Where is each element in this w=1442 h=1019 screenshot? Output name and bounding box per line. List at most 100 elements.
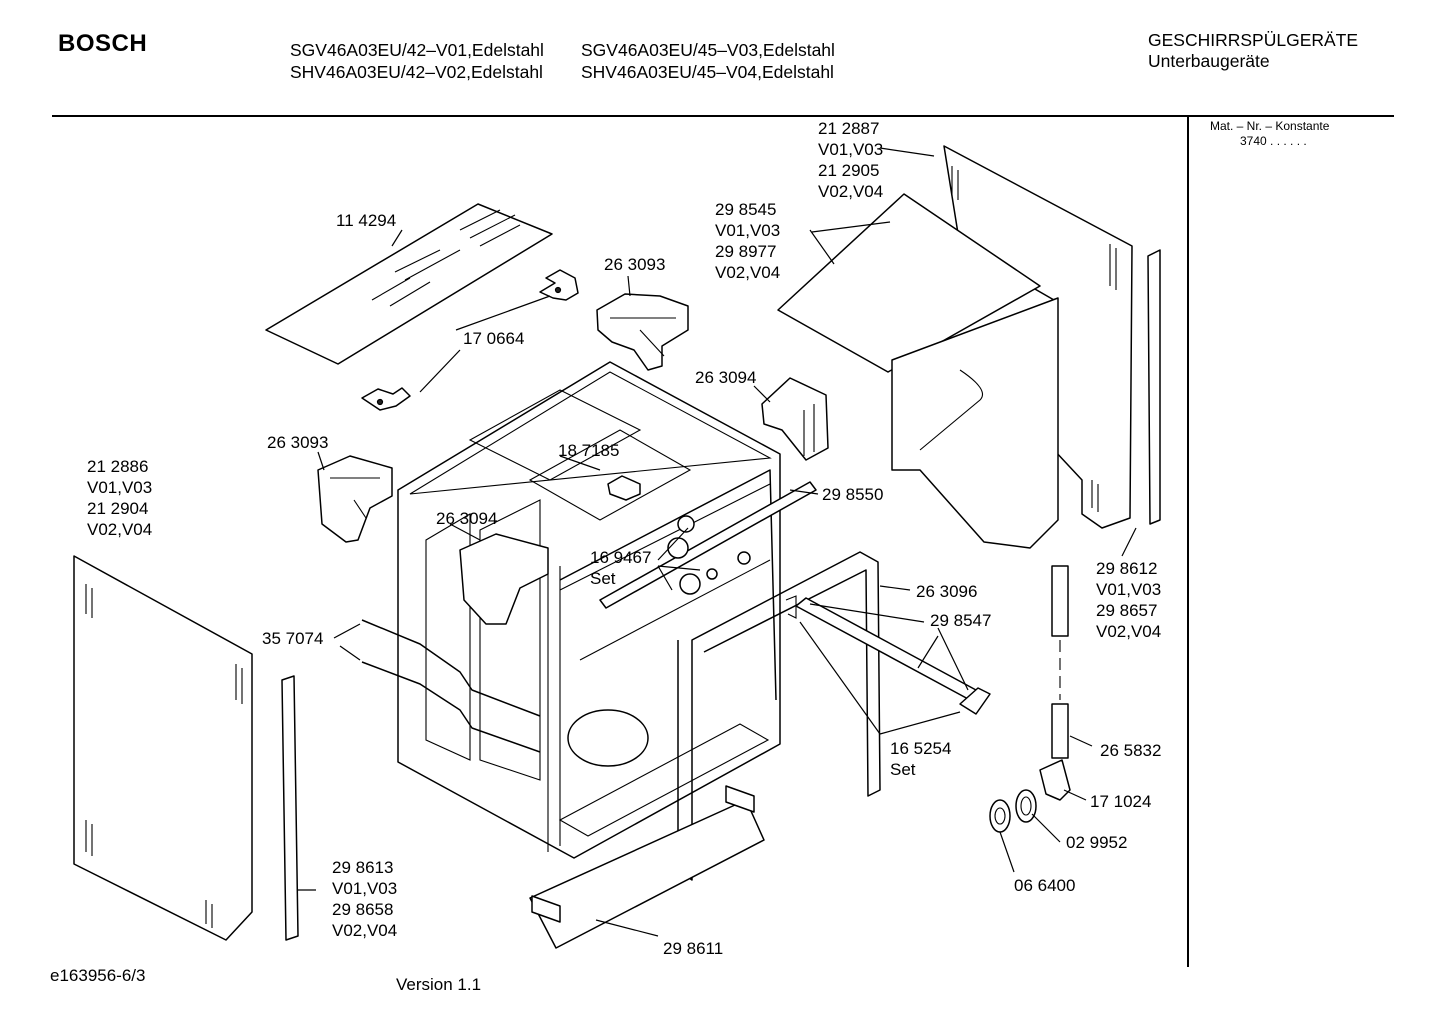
svg-text:02 9952: 02 9952 (1066, 833, 1127, 852)
svg-text:21 2886: 21 2886 (87, 457, 148, 476)
callout-29-8613-l1: 29 8613 (332, 858, 393, 877)
part-cap (989, 799, 1011, 833)
callout-29-8613-l2: V01,V03 (332, 879, 397, 898)
callout-26-3093-top: 26 3093 (604, 255, 665, 274)
callout-labels: 11 4294 17 0664 26 3093 21 2887 V01,V03 … (87, 119, 1161, 958)
part-clip-left-lower (459, 533, 549, 625)
callout-26-3093-left: 26 3093 (267, 433, 328, 452)
svg-text:V01,V03: V01,V03 (1096, 580, 1161, 599)
svg-text:26 3093: 26 3093 (267, 433, 328, 452)
brand-logo: BOSCH (58, 30, 148, 57)
material-number-panel: Mat. – Nr. – Konstante 3740 . . . . . . (1210, 119, 1329, 149)
part-side-panel-left (73, 555, 253, 941)
material-number-label: Mat. – Nr. – Konstante (1210, 119, 1330, 133)
callout-21-2887-l3: 21 2905 (818, 161, 879, 180)
callout-02-9952: 02 9952 (1066, 833, 1127, 852)
svg-text:Set: Set (890, 760, 916, 779)
part-tub (397, 361, 781, 859)
model-line: SGV46A03EU/42–V01,Edelstahl (290, 40, 544, 60)
svg-text:11 4294: 11 4294 (336, 211, 396, 230)
part-clip-right (761, 377, 829, 461)
svg-text:26 3096: 26 3096 (916, 582, 977, 601)
callout-26-3094-left: 26 3094 (436, 509, 497, 528)
leader-lines (298, 147, 1137, 937)
callout-29-8612-l2: V01,V03 (1096, 580, 1161, 599)
callout-29-8612-l3: 29 8657 (1096, 601, 1157, 620)
part-bracket-top (539, 269, 579, 301)
part-plinth (529, 785, 765, 949)
callout-29-8613-l4: V02,V04 (332, 921, 397, 940)
svg-text:21 2887: 21 2887 (818, 119, 879, 138)
callout-26-3094-right: 26 3094 (695, 368, 756, 387)
svg-text:26 3093: 26 3093 (604, 255, 665, 274)
callout-26-3096: 26 3096 (916, 582, 977, 601)
svg-text:V02,V04: V02,V04 (87, 520, 152, 539)
svg-text:V02,V04: V02,V04 (715, 263, 780, 282)
svg-text:26 5832: 26 5832 (1100, 741, 1161, 760)
part-side-strip-left (281, 675, 299, 941)
svg-text:16 5254: 16 5254 (890, 739, 951, 758)
model-line: SHV46A03EU/42–V02,Edelstahl (290, 61, 543, 82)
model-list-2: SGV46A03EU/45–V03,Edelstahl SHV46A03EU/4… (581, 40, 835, 83)
svg-text:21 2905: 21 2905 (818, 161, 879, 180)
category-title: GESCHIRRSPÜLGERÄTE (1148, 30, 1359, 50)
svg-text:V01,V03: V01,V03 (87, 478, 152, 497)
material-number-value: 3740 . . . . . . (1240, 134, 1307, 148)
product-category: GESCHIRRSPÜLGERÄTE Unterbaugeräte (1148, 30, 1358, 72)
callout-11-4294: 11 4294 (336, 211, 396, 230)
svg-text:V01,V03: V01,V03 (715, 221, 780, 240)
svg-text:17 1024: 17 1024 (1090, 792, 1151, 811)
part-insulation-mat (265, 203, 553, 365)
svg-text:29 8658: 29 8658 (332, 900, 393, 919)
callout-35-7074: 35 7074 (262, 629, 323, 648)
callout-21-2887-l1: 21 2887 (818, 119, 879, 138)
callout-29-8545-l3: 29 8977 (715, 242, 776, 261)
part-rail-left (361, 619, 541, 753)
svg-text:21 2904: 21 2904 (87, 499, 148, 518)
part-spray-arm (785, 595, 991, 715)
part-latch (607, 475, 641, 501)
callout-16-9467-l2: Set (590, 569, 616, 588)
svg-text:26 3094: 26 3094 (436, 509, 497, 528)
category-subtitle: Unterbaugeräte (1148, 51, 1270, 71)
callout-17-1024: 17 1024 (1090, 792, 1151, 811)
callout-29-8612-l1: 29 8612 (1096, 559, 1157, 578)
part-clip-left (317, 455, 393, 543)
svg-text:29 8550: 29 8550 (822, 485, 883, 504)
svg-text:V02,V04: V02,V04 (818, 182, 883, 201)
svg-text:V01,V03: V01,V03 (818, 140, 883, 159)
callout-18-7185: 18 7185 (558, 441, 619, 460)
callout-29-8612-l4: V02,V04 (1096, 622, 1161, 641)
callout-16-5254-l1: 16 5254 (890, 739, 951, 758)
side-rule (1187, 117, 1189, 967)
callout-29-8611: 29 8611 (663, 939, 723, 958)
svg-text:V01,V03: V01,V03 (332, 879, 397, 898)
svg-text:V02,V04: V02,V04 (332, 921, 397, 940)
part-fitting-set (667, 515, 751, 595)
drawing-code: e163956-6/3 (50, 966, 146, 985)
part-hose (1051, 565, 1069, 759)
svg-text:29 8657: 29 8657 (1096, 601, 1157, 620)
header-rule (52, 115, 1394, 117)
callout-21-2887-l2: V01,V03 (818, 140, 883, 159)
callout-29-8545-l2: V01,V03 (715, 221, 780, 240)
svg-text:29 8547: 29 8547 (930, 611, 991, 630)
callout-21-2887-l4: V02,V04 (818, 182, 883, 201)
svg-text:29 8977: 29 8977 (715, 242, 776, 261)
svg-text:16 9467: 16 9467 (590, 548, 651, 567)
svg-text:29 8545: 29 8545 (715, 200, 776, 219)
part-elbow (1039, 759, 1071, 801)
callout-29-8547: 29 8547 (930, 611, 991, 630)
svg-text:29 8611: 29 8611 (663, 939, 723, 958)
part-seal-ring (1015, 789, 1037, 823)
model-line: SHV46A03EU/45–V04,Edelstahl (581, 61, 834, 82)
callout-21-2886-l2: V01,V03 (87, 478, 152, 497)
svg-text:18 7185: 18 7185 (558, 441, 619, 460)
callout-29-8550: 29 8550 (822, 485, 883, 504)
svg-text:06 6400: 06 6400 (1014, 876, 1075, 895)
version-label: Version 1.1 (396, 975, 482, 994)
part-clip-top (596, 293, 689, 371)
part-side-strip-right (1147, 249, 1161, 525)
part-top-plate (777, 193, 1059, 549)
callout-29-8613-l3: 29 8658 (332, 900, 393, 919)
